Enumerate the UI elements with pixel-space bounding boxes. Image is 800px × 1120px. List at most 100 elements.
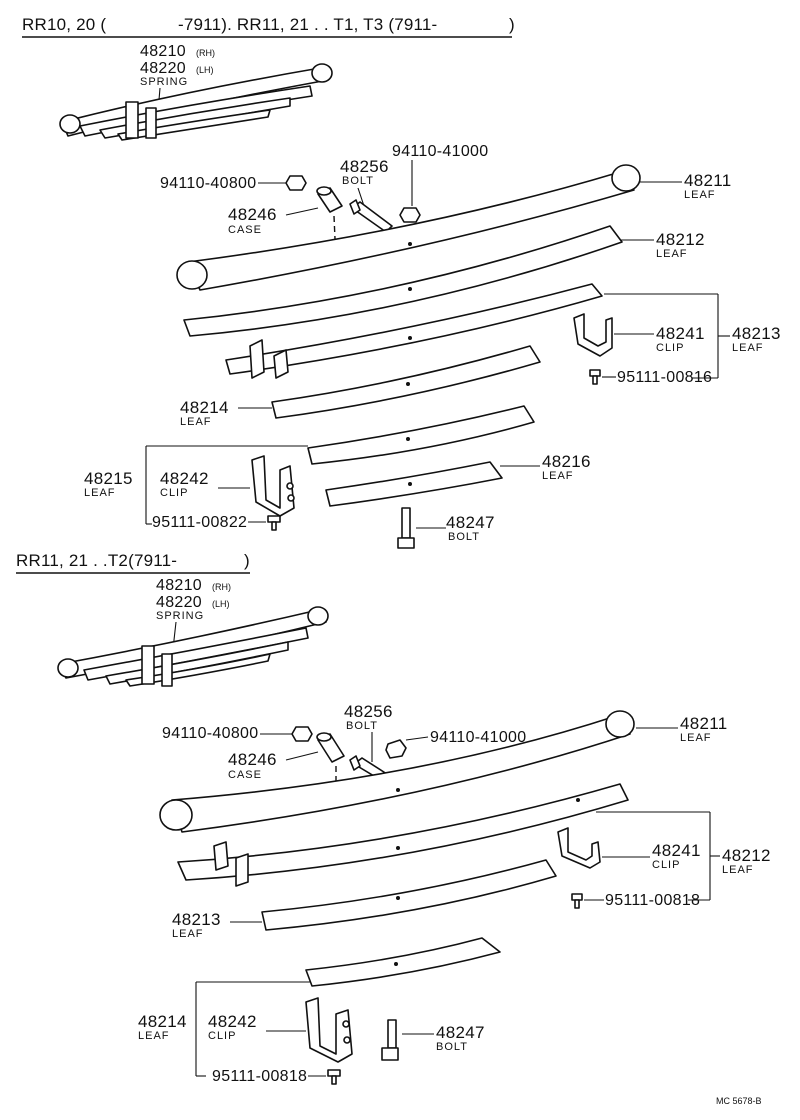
section-2: RR11, 21 . .T2(7911- ) 48210 (RH) 48220 …	[16, 551, 771, 1085]
bolt2-label: BOLT	[436, 1041, 468, 1053]
leaf-spring-assembly-illustration	[59, 63, 333, 141]
screw1-number: 95111-00816	[617, 369, 712, 386]
spring-rh-number: 48210	[140, 43, 186, 60]
nut-b-icon	[385, 739, 407, 759]
clip2-number: 48242	[160, 469, 209, 488]
bolt-icon	[397, 507, 415, 549]
leaf-48213-illustration	[261, 859, 557, 931]
nut-a-number: 94110-40800	[160, 175, 256, 192]
leaf4-number: 48214	[180, 398, 229, 417]
case-leader	[285, 207, 319, 216]
spring-lh-number: 48220	[140, 60, 186, 77]
bolt2-label: BOLT	[448, 531, 480, 543]
leaf4-label: LEAF	[180, 416, 212, 428]
group1-number: 48212	[722, 846, 771, 865]
group1-label: LEAF	[722, 864, 754, 876]
screw2-number: 95111-00818	[212, 1068, 307, 1085]
clip1-number: 48241	[652, 841, 701, 860]
screw-icon	[589, 369, 601, 385]
case-bushing-icon	[316, 732, 345, 763]
group2-label: LEAF	[84, 487, 116, 499]
clip1-label: CLIP	[656, 342, 684, 354]
leaf-48214-illustration	[271, 345, 541, 419]
clip-48241-illustration	[573, 313, 613, 357]
leaf-48214-illustration	[305, 937, 501, 987]
leaf6-number: 48216	[542, 452, 591, 471]
section-1-header-middle: -7911). RR11, 21 . . T1, T3 (7911-	[178, 15, 437, 34]
leaf-48212-illustration	[177, 783, 629, 887]
group2-label: LEAF	[138, 1030, 170, 1042]
nut-b-leader	[405, 736, 429, 741]
bolt2-number: 48247	[436, 1023, 485, 1042]
group1-label: LEAF	[732, 342, 764, 354]
bolt-number: 48256	[340, 157, 389, 176]
nut-b-icon	[399, 207, 421, 223]
nut-a-number: 94110-40800	[162, 725, 258, 742]
leaf1-number: 48211	[684, 171, 732, 190]
leaf3-number: 48213	[172, 910, 221, 929]
section-1-header-end: )	[509, 15, 515, 34]
nut-a-icon	[291, 726, 313, 742]
leaf-48211-illustration	[159, 710, 635, 833]
section-1: RR10, 20 ( -7911). RR11, 21 . . T1, T3 (…	[22, 15, 781, 549]
leaf-spring-assembly-illustration	[57, 606, 329, 687]
spring-rh-suffix: (RH)	[212, 582, 231, 592]
leaf1-label: LEAF	[680, 732, 712, 744]
bolt-label: BOLT	[346, 720, 378, 732]
bolt-label: BOLT	[342, 175, 374, 187]
leaf-48216-illustration	[325, 461, 503, 507]
leaf2-number: 48212	[656, 230, 705, 249]
spring-lh-suffix: (LH)	[196, 65, 214, 75]
nut-a-icon	[285, 175, 307, 191]
nut-b-number: 94110-41000	[392, 143, 488, 160]
leaf1-number: 48211	[680, 714, 728, 733]
screw-icon	[327, 1069, 341, 1085]
spring-rh-suffix: (RH)	[196, 48, 215, 58]
screw2-number: 95111-00822	[152, 514, 247, 531]
clip1-number: 48241	[656, 324, 705, 343]
spring-label: SPRING	[156, 610, 204, 622]
section-2-header-end: )	[244, 551, 250, 570]
spring-lh-number: 48220	[156, 594, 202, 611]
leaf2-label: LEAF	[656, 248, 688, 260]
footer-code: MC 5678-B	[716, 1096, 762, 1106]
clip2-label: CLIP	[208, 1030, 236, 1042]
case-leader	[285, 751, 319, 761]
case-bushing-icon	[316, 186, 343, 213]
bolt-leader	[357, 187, 365, 207]
clip2-label: CLIP	[160, 487, 188, 499]
case-label: CASE	[228, 769, 262, 781]
bolt-icon	[349, 199, 393, 233]
group2-number: 48214	[138, 1012, 187, 1031]
leaf6-label: LEAF	[542, 470, 574, 482]
case-number: 48246	[228, 750, 277, 769]
group1-number: 48213	[732, 324, 781, 343]
clip-48242-illustration	[251, 455, 295, 517]
bolt-icon	[381, 1019, 399, 1061]
nut-b-number: 94110-41000	[430, 729, 526, 746]
spring-lh-suffix: (LH)	[212, 599, 230, 609]
section-1-header-start: RR10, 20 (	[22, 15, 106, 34]
screw1-number: 95111-00818	[605, 892, 700, 909]
bolt2-number: 48247	[446, 513, 495, 532]
case-number: 48246	[228, 205, 277, 224]
clip1-label: CLIP	[652, 859, 680, 871]
clip-48242-illustration	[305, 997, 353, 1063]
spring-rh-number: 48210	[156, 577, 202, 594]
leaf3-label: LEAF	[172, 928, 204, 940]
leaf-48212-illustration	[183, 225, 623, 337]
leaf1-label: LEAF	[684, 189, 716, 201]
screw-icon	[571, 893, 583, 909]
clip2-number: 48242	[208, 1012, 257, 1031]
bolt-number: 48256	[344, 702, 393, 721]
clip-48241-illustration	[557, 827, 601, 869]
section-2-header-start: RR11, 21 . .T2(7911-	[16, 551, 177, 570]
leaf-48215-illustration	[307, 405, 535, 465]
leaf-48213-illustration	[225, 283, 603, 379]
group2-number: 48215	[84, 469, 133, 488]
screw-icon	[267, 515, 281, 531]
case-label: CASE	[228, 224, 262, 236]
leaf-48211-illustration	[176, 164, 641, 291]
spring-label: SPRING	[140, 76, 188, 88]
